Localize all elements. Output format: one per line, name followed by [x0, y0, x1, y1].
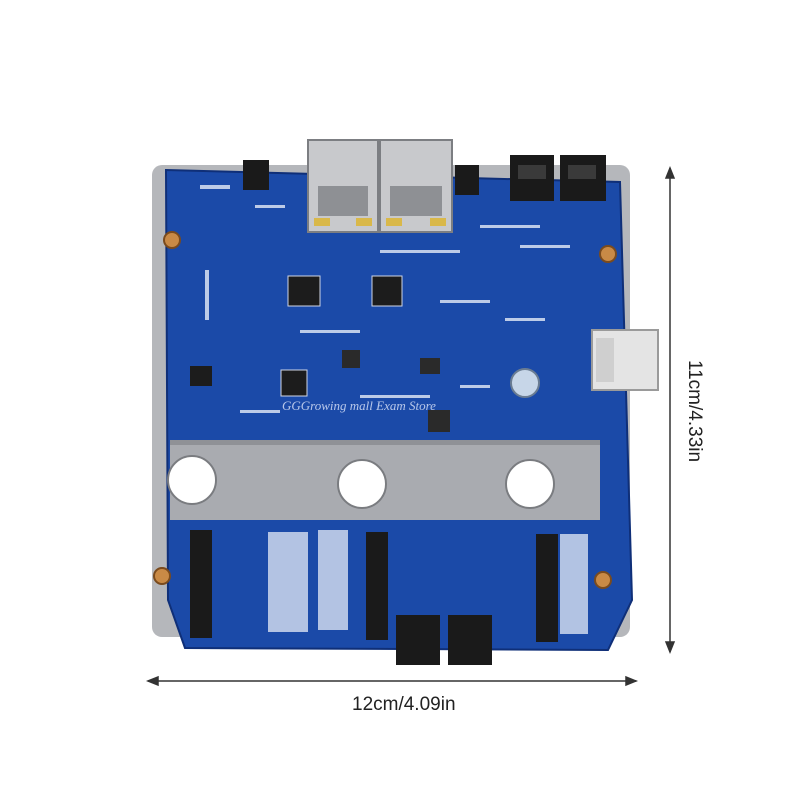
screw-pad	[594, 571, 612, 589]
mounting-hole	[167, 455, 217, 505]
pin-label-grids	[268, 530, 588, 634]
bottom-connectors	[396, 615, 492, 665]
height-dimension-label: 11cm/4.33in	[684, 359, 705, 463]
screw-pad	[599, 245, 617, 263]
dimension-lines	[145, 165, 676, 687]
width-dimension-label: 12cm/4.09in	[352, 694, 456, 715]
capacitor	[510, 368, 540, 398]
mounting-hole	[337, 459, 387, 509]
silkscreen-marks	[200, 185, 570, 413]
chips	[190, 275, 450, 432]
store-watermark: GGGrowing mall Exam Store	[282, 398, 436, 413]
pcb-board	[164, 168, 634, 652]
ethernet-ports	[307, 139, 453, 233]
screw-pad	[163, 231, 181, 249]
mounting-hole	[505, 459, 555, 509]
top-connectors	[510, 155, 606, 201]
pin-headers	[190, 530, 558, 642]
screw-pad	[153, 567, 171, 585]
side-power-connector	[591, 329, 659, 391]
